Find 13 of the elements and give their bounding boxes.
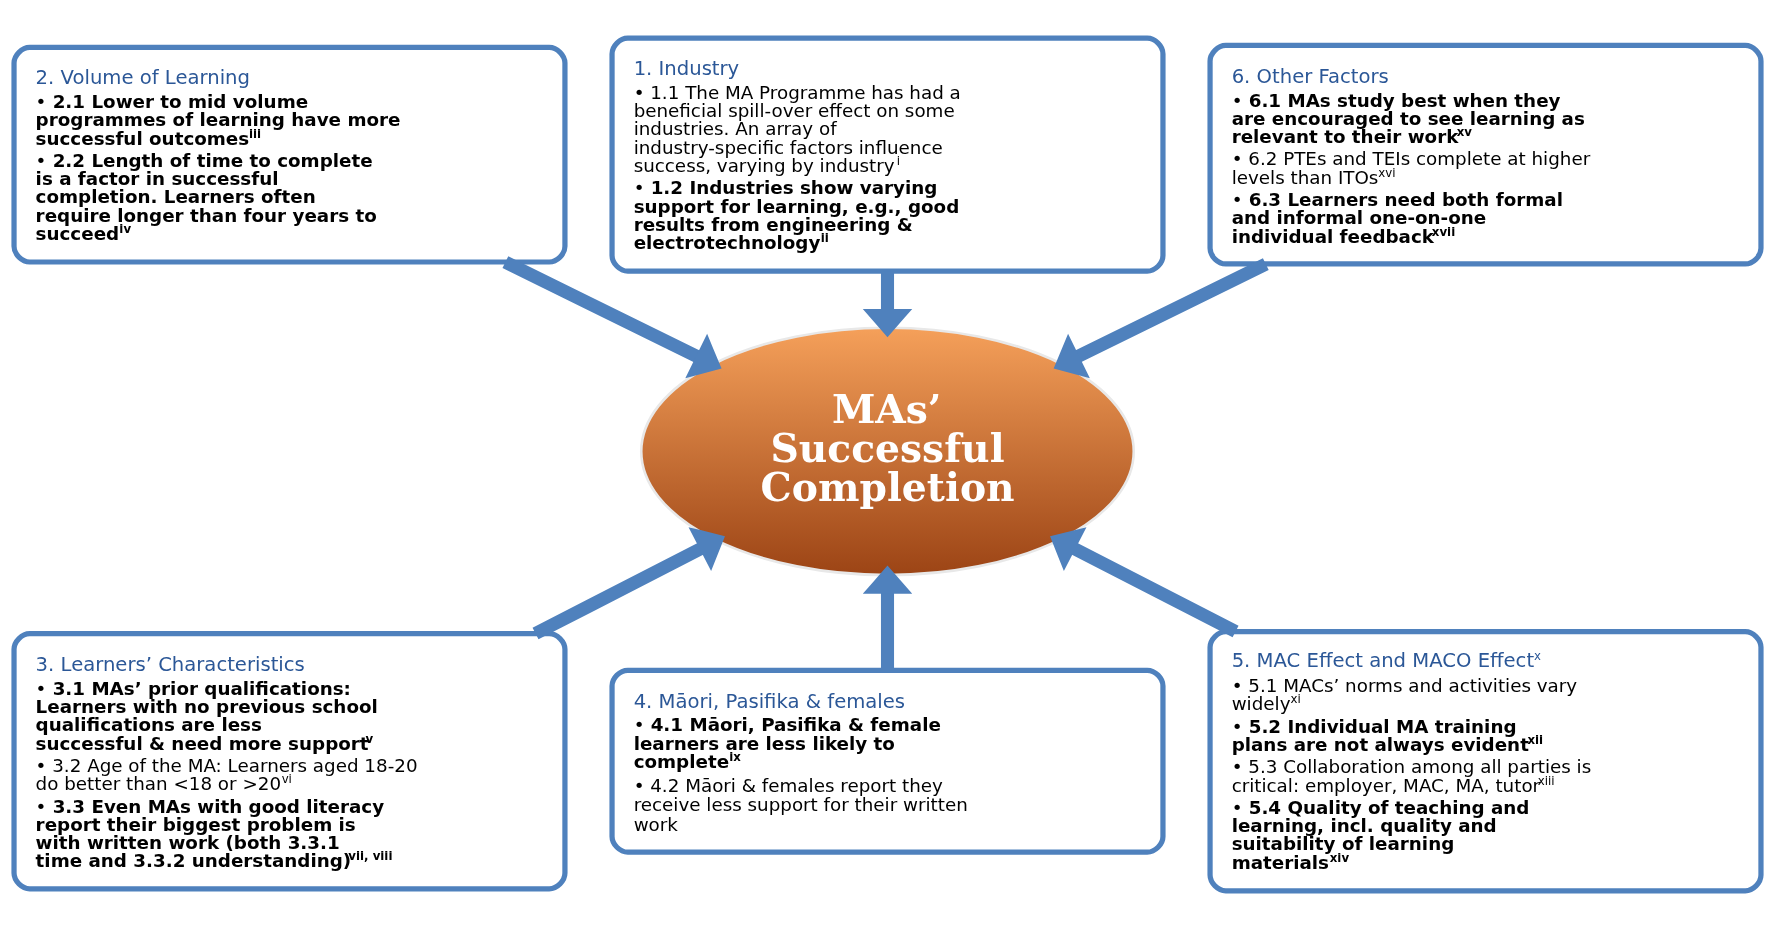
arrow xyxy=(862,565,913,670)
node-box: 4. Māori, Pasifika & females • 4.1 Māori, Pasifika & female learners are less likely to complete$^{ix}$ • 4.2 Māori & females report they receive less support for their written work xyxy=(609,667,1166,855)
node-ellipse: MAs’ Successful Completion xyxy=(639,326,1136,577)
node-box: 6. Other Factors • 6.1 MAs study best when they are encouraged to see learning as relevant to their work$^{xv}$ • 6.2 PTEs and TEIs complete at higher levels than ITOs$^{xvi}$ • 6.3 Learners need both formal and informal one-on-one individual feedback$^{xvii}$ xyxy=(1207,42,1764,267)
node-box: 3. Learners’ Characteristics • 3.1 MAs’ prior qualifications: Learners with no previous school qualifications are less successful & need more support$^{v}$ • 3.2 Age of the MA: Learners aged 18-20 do better than <18 or >20$^{vi}$ • 3.3 Even MAs with good literacy report their biggest problem is with written work (both 3.3.1 time and 3.3.2 understanding)$^{vii, viii}$ xyxy=(11,631,568,892)
node-box: 1. Industry • 1.1 The MA Programme has had a beneficial spill-over effect on some industries. An array of industry-specific factors influence success, varying by industry$^{i}$ • 1.2 Industries show varying support for learning, e.g., good results from engineering & electrotechnology$^{ii}$ xyxy=(609,35,1166,274)
arrow xyxy=(502,256,722,379)
node-box: 5. MAC Effect and MACO Effect$^{x}$ • 5.1 MACs’ norms and activities vary widely$^{xi}$ • 5.2 Individual MA training plans are not always evident$^{xii}$ • 5.3 Collaboration among all parties is critical: employer, MAC, MA, tutor$^{xiii}$ • 5.4 Quality of teaching and learning, incl. quality and suitability of learning materials$^{xiv}$ xyxy=(1207,629,1764,894)
arrow xyxy=(1053,258,1269,379)
arrow xyxy=(1050,527,1239,638)
arrow xyxy=(862,271,913,338)
arrow xyxy=(532,527,725,640)
node-box: 2. Volume of Learning • 2.1 Lower to mid volume programmes of learning have more successful outcomes$^{iii}$ • 2.2 Length of time to complete is a factor in successful completion. Learners often require longer than four years to succeed$^{iv}$ xyxy=(11,44,568,265)
